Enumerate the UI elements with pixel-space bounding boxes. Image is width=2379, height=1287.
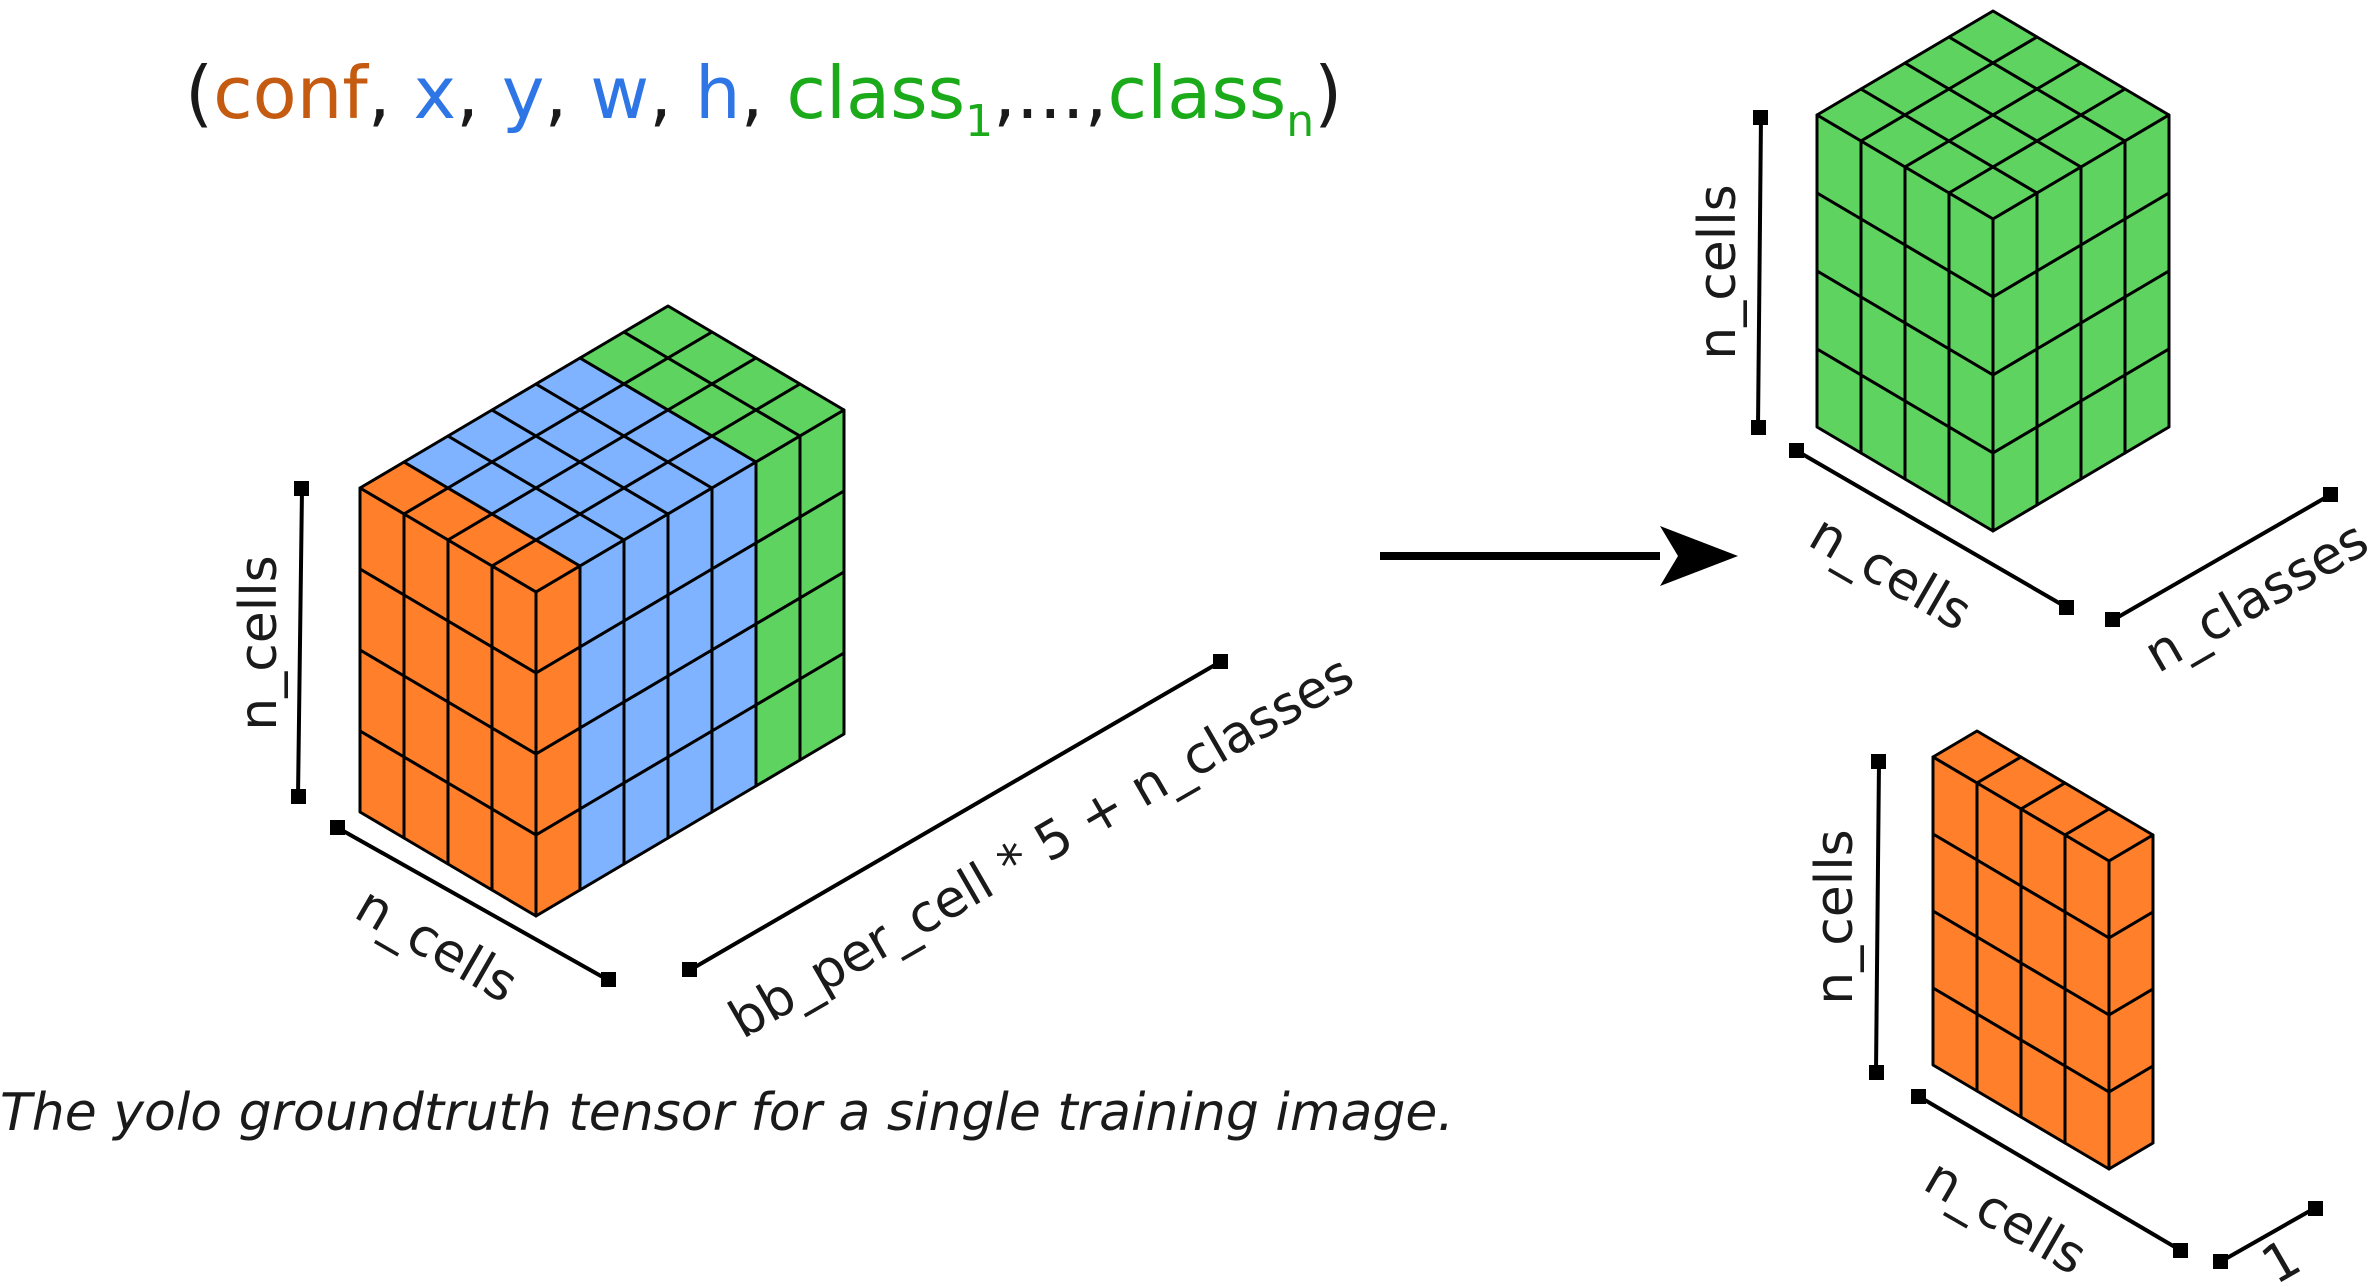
side-cell: [2123, 347, 2171, 455]
tuple-conf: conf: [213, 51, 369, 135]
tuple-sep: ,: [649, 51, 695, 135]
tuple-sep: ,: [368, 51, 414, 135]
class-height-dimension: n_cells: [1688, 110, 1768, 435]
main-height-label: n_cells: [229, 555, 289, 731]
side-cell: [2107, 1064, 2155, 1171]
tuple-x: x: [414, 51, 457, 135]
conf-tensor-cube: [1931, 729, 2155, 1171]
class-width-label: n_cells: [1799, 503, 1981, 643]
tuple-subn: n: [1286, 96, 1314, 147]
transform-arrow: [1380, 526, 1738, 586]
tuple-header: (conf, x, y, w, h, class1,...,classn): [185, 51, 1342, 147]
tuple-h: h: [695, 51, 741, 135]
tuple-sub1: 1: [965, 96, 993, 147]
tuple-ellipsis: ,...,: [993, 51, 1107, 135]
class-height-label: n_cells: [1688, 184, 1748, 360]
tuple-sep: ,: [741, 51, 787, 135]
main-height-dimension: n_cells: [229, 481, 309, 804]
tuple-y: y: [502, 51, 545, 135]
tuple-open-paren: (: [185, 51, 213, 135]
tuple-classn: class: [1108, 51, 1287, 135]
main-tensor-cube: [358, 304, 846, 918]
tuple-w: w: [590, 51, 649, 135]
tuple-class1: class: [786, 51, 965, 135]
tuple-sep: ,: [545, 51, 591, 135]
conf-depth-dimension: 1: [2213, 1201, 2323, 1287]
conf-height-label: n_cells: [1805, 829, 1865, 1005]
figure-caption: The yolo groundtruth tensor for a single…: [0, 1083, 1454, 1143]
tuple-sep: ,: [456, 51, 502, 135]
conf-width-label: n_cells: [1914, 1147, 2096, 1287]
class-tensor-cube: [1815, 9, 2171, 533]
class-depth-dimension: n_classes: [2105, 487, 2379, 685]
conf-height-dimension: n_cells: [1805, 754, 1886, 1080]
tuple-close-paren: ): [1314, 51, 1342, 135]
side-cell: [798, 651, 846, 762]
